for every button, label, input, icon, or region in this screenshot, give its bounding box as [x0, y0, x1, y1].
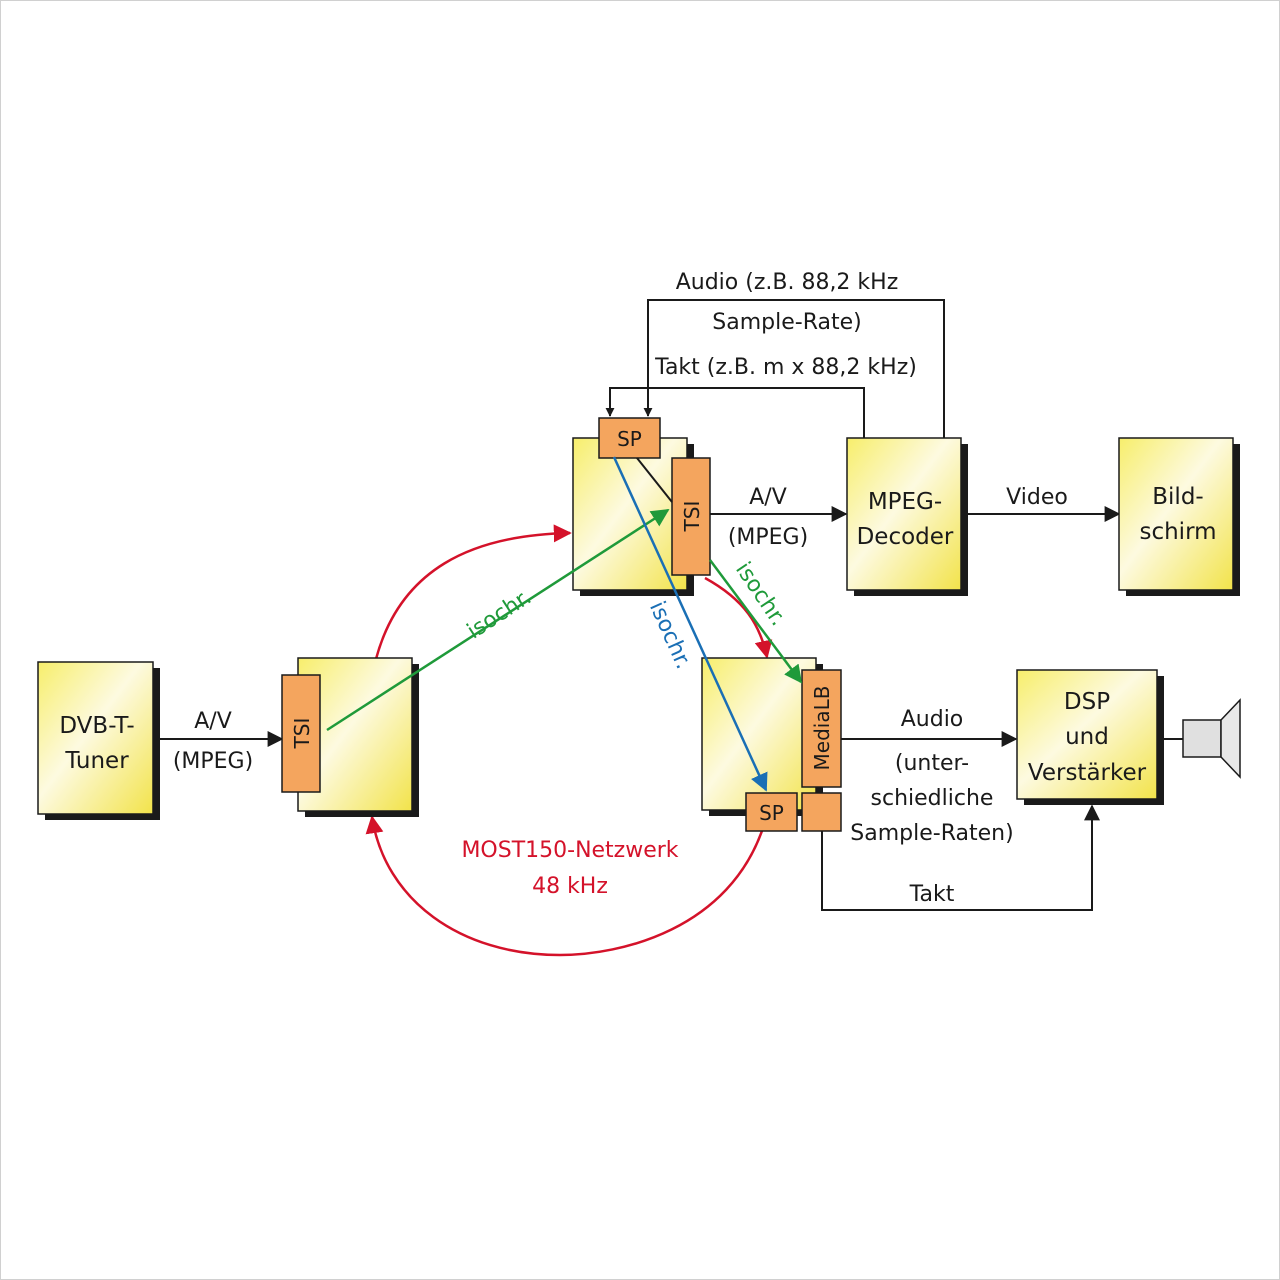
most150-ring [365, 524, 773, 957]
tsi-top-label: TSI [680, 501, 704, 533]
audio-right-label-line2: (unter- [895, 751, 969, 776]
video-label: Video [1006, 485, 1068, 510]
dsp-label-line1: DSP [1064, 689, 1110, 715]
mpeg-label-left: (MPEG) [173, 749, 253, 774]
ring-arc-lower [365, 815, 766, 957]
sp-to-tsi-link [636, 457, 673, 503]
isochr-blue [612, 456, 768, 792]
takt-feedback-line [605, 387, 865, 440]
takt-bottom-line [821, 804, 1100, 911]
network-name-label: MOST150-Netzwerk [461, 838, 678, 863]
isochr-green-right-label: isochr. [730, 558, 790, 631]
audio-right-label-line4: Sample-Raten) [850, 821, 1013, 846]
ring-arc-upper [374, 524, 572, 660]
av-label-left: A/V [194, 709, 232, 734]
decoder-label-line1: MPEG- [868, 489, 942, 515]
takt-top-label: Takt (z.B. m x 88,2 kHz) [654, 355, 917, 380]
component-sp-bottom: SP [745, 792, 798, 832]
audio-top-label-line2: Sample-Rate) [712, 310, 861, 335]
ring-arc-right [704, 576, 773, 659]
mpeg-label-top: (MPEG) [728, 525, 808, 550]
tuner-label-line2: Tuner [64, 748, 129, 774]
sp-top-label: SP [617, 427, 642, 451]
block-mpeg-decoder [846, 437, 968, 596]
speaker-icon [1182, 698, 1241, 779]
network-rate-label: 48 kHz [532, 874, 608, 899]
block-screen [1118, 437, 1240, 596]
isochr-green-right [708, 559, 803, 684]
tuner-label-line1: DVB-T- [59, 713, 134, 739]
dsp-label-line2: und [1065, 724, 1109, 750]
audio-right-label-line1: Audio [901, 707, 964, 732]
tsi-left-label: TSI [290, 718, 314, 750]
isochr-blue-label: isochr. [644, 598, 696, 673]
audio-top-label-line1: Audio (z.B. 88,2 kHz [676, 270, 899, 295]
takt-bottom-label: Takt [909, 882, 955, 907]
av-label-top: A/V [749, 485, 787, 510]
connection-lines [154, 299, 1183, 911]
audio-right-label-line3: schiedliche [871, 786, 994, 811]
block-dvbt-tuner [37, 661, 160, 820]
component-tsi-top: TSI [671, 457, 711, 576]
screen-label-line1: Bild- [1152, 484, 1203, 510]
block-dsp [1016, 669, 1164, 805]
component-sp-top: SP [598, 417, 661, 459]
isochr-green-left-label: isochr. [463, 585, 536, 645]
component-medialb: MediaLB [801, 669, 842, 788]
audio-feedback-line [643, 299, 945, 440]
component-clock-out [801, 792, 842, 832]
isochr-green-left [326, 508, 670, 732]
screen-label-line2: schirm [1139, 519, 1216, 545]
dsp-label-line3: Verstärker [1028, 760, 1147, 786]
component-tsi-left: TSI [281, 674, 321, 793]
sp-bottom-label: SP [759, 801, 784, 825]
medialb-label: MediaLB [810, 686, 834, 771]
decoder-label-line2: Decoder [857, 524, 954, 550]
